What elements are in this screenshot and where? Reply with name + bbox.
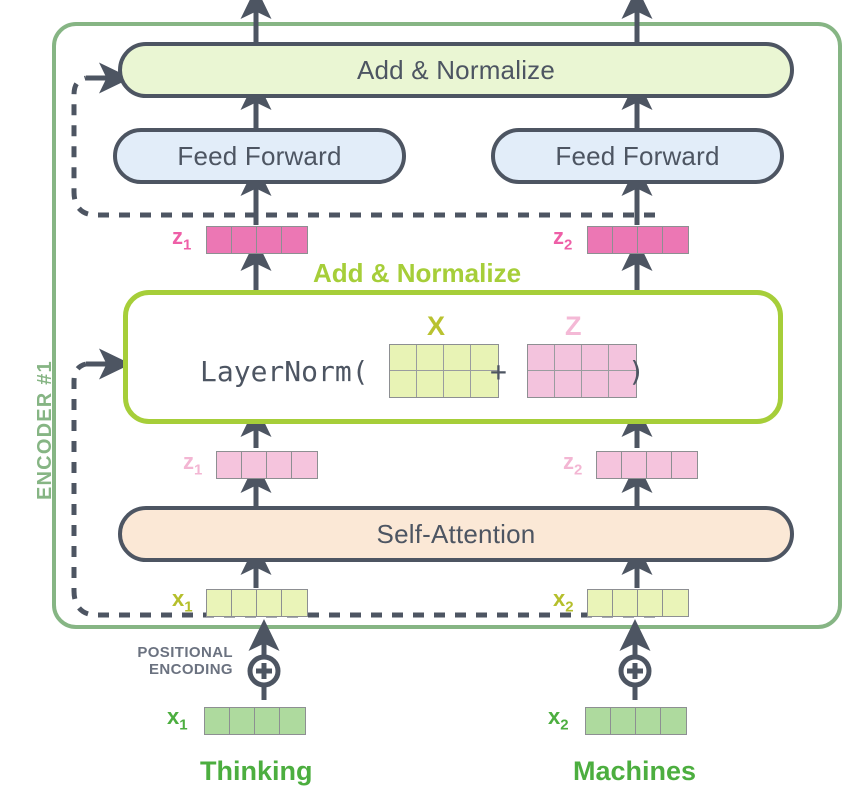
vector-cell (672, 452, 697, 478)
vector-cell (611, 708, 636, 734)
x1-positional-vector (206, 589, 308, 617)
matrix-x (389, 344, 499, 398)
vector-cell (255, 708, 280, 734)
matrix-cell (390, 345, 417, 371)
vector-cell (638, 590, 663, 616)
z2-hot-label: z2 (553, 224, 573, 254)
vector-cell (622, 452, 647, 478)
self-attention-label: Self-Attention (376, 518, 536, 549)
x2-embedding-vector (585, 707, 687, 735)
vector-cell (205, 708, 230, 734)
vector-cell (636, 708, 661, 734)
vector-cell (588, 590, 613, 616)
vector-cell (217, 452, 242, 478)
encoder-frame (52, 22, 842, 629)
feed-forward-left-label: Feed Forward (177, 140, 342, 171)
matrix-cell (582, 371, 609, 397)
vector-cell (207, 590, 232, 616)
positional-encoding-plus-left (247, 618, 281, 700)
residual-dashed-upper (71, 75, 655, 218)
matrix-cell (528, 371, 555, 397)
self-attention-block[interactable]: Self-Attention (118, 506, 794, 562)
input-word-right: Machines (573, 756, 697, 786)
positional-encoding-plus-right (618, 618, 652, 700)
vector-cell (663, 590, 688, 616)
x1-embedding-vector (204, 707, 306, 735)
matrix-cell (609, 345, 636, 371)
vector-cell (230, 708, 255, 734)
positional-encoding-caption: POSITIONAL ENCODING (108, 644, 233, 679)
matrix-cell (444, 345, 471, 371)
matrix-cell (444, 371, 471, 397)
vector-cell (232, 227, 257, 253)
z1-hot-vector (206, 226, 308, 254)
matrix-cell (555, 371, 582, 397)
x2-positional-label: x2 (553, 586, 574, 616)
feed-forward-right-block[interactable]: Feed Forward (491, 128, 784, 184)
vector-cell (586, 708, 611, 734)
residual-dashed-lower (71, 361, 655, 618)
vector-cell (597, 452, 622, 478)
vector-cell (282, 227, 307, 253)
vector-cell (257, 590, 282, 616)
vector-cell (588, 227, 613, 253)
x2-positional-vector (587, 589, 689, 617)
vector-cell (257, 227, 282, 253)
add-normalize-expanded-label: Add & Normalize (313, 258, 522, 288)
input-word-left: Thinking (200, 756, 313, 786)
vector-cell (661, 708, 686, 734)
add-normalize-top-label: Add & Normalize (356, 54, 556, 85)
matrix-cell (582, 345, 609, 371)
layernorm-suffix-text: ) (628, 355, 645, 388)
matrix-cell (471, 345, 498, 371)
vector-cell (207, 227, 232, 253)
matrix-z-label: Z (565, 311, 582, 341)
vector-cell (663, 227, 688, 253)
matrix-cell (390, 371, 417, 397)
feed-forward-left-block[interactable]: Feed Forward (113, 128, 406, 184)
matrix-cell (417, 345, 444, 371)
z1-hot-label: z1 (172, 224, 192, 254)
encoder-label: ENCODER #1 (34, 360, 56, 500)
z2-light-label: z2 (563, 449, 583, 479)
matrix-cell (417, 371, 444, 397)
vector-cell (613, 227, 638, 253)
vector-cell (647, 452, 672, 478)
vector-cell (292, 452, 317, 478)
vector-cell (613, 590, 638, 616)
vector-cell (242, 452, 267, 478)
positional-encoding-line2: ENCODING (148, 660, 233, 678)
vector-cell (638, 227, 663, 253)
vector-cell (232, 590, 257, 616)
matrix-x-label: X (427, 311, 446, 341)
matrix-cell (555, 345, 582, 371)
feed-forward-right-label: Feed Forward (555, 140, 720, 171)
z2-light-vector (596, 451, 698, 479)
matrix-cell (471, 371, 498, 397)
x2-embedding-label: x2 (548, 704, 569, 734)
vector-cell (280, 708, 305, 734)
layernorm-prefix-text: LayerNorm( (200, 355, 369, 388)
z1-light-label: z1 (183, 449, 203, 479)
z1-light-vector (216, 451, 318, 479)
add-normalize-top-block[interactable]: Add & Normalize (118, 42, 794, 98)
z2-hot-vector (587, 226, 689, 254)
matrix-cell (609, 371, 636, 397)
positional-encoding-line1: POSITIONAL (137, 644, 233, 661)
vector-cell (282, 590, 307, 616)
plus-operator: + (490, 355, 507, 388)
x1-positional-label: x1 (172, 586, 193, 616)
matrix-cell (528, 345, 555, 371)
vector-cell (267, 452, 292, 478)
matrix-z (527, 344, 637, 398)
x1-embedding-label: x1 (167, 704, 188, 734)
